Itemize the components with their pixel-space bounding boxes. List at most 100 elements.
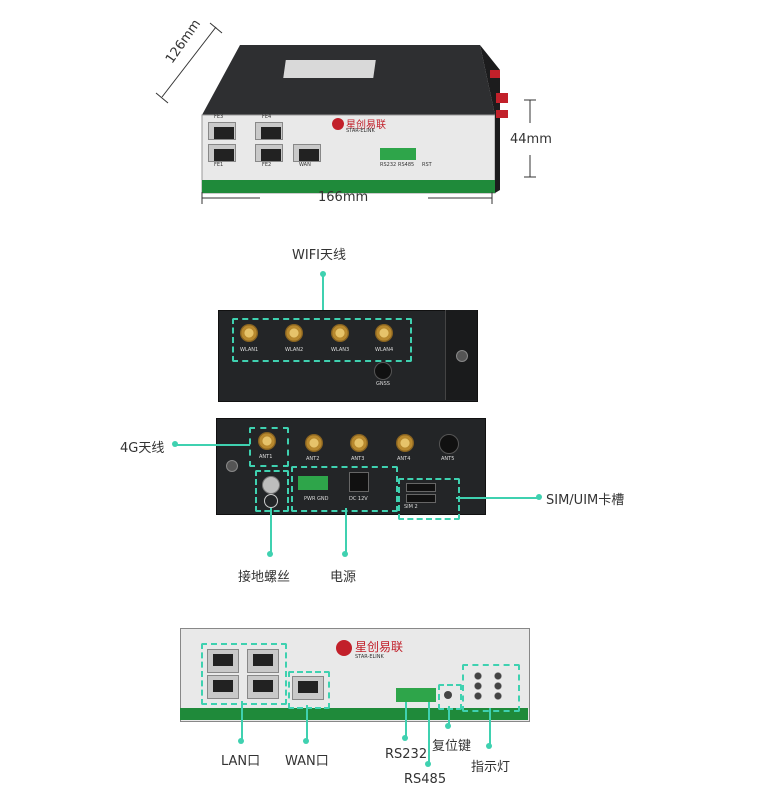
callout-line [405,702,407,738]
callout-dot [445,723,451,729]
power-callout: 电源 [330,570,357,585]
lan-port-fe3 [207,649,239,673]
wifi-antenna-callout: WIFI天线 [292,248,346,263]
led-highlight [462,664,520,712]
top-port-label: WAN [299,162,311,168]
screw-icon [456,350,468,362]
ant-label: ANT1 [259,454,273,460]
ground-screw-highlight [255,470,289,512]
top-port-label: RST [422,162,432,168]
callout-dot [536,494,542,500]
ant4-connector [396,434,414,452]
wan-port [292,676,324,700]
sim-slot [406,483,436,492]
ant1-connector [258,432,276,450]
ant-label: ANT3 [351,456,365,462]
callout-line [345,508,347,554]
ant-label: ANT2 [306,456,320,462]
width-dimension-label: 166mm [318,190,369,205]
gnss-connector [374,362,392,380]
rs485-callout: RS485 [404,772,447,787]
front-logo-sub: STAR-ELINK [355,654,384,660]
lan-port-fe4 [247,649,279,673]
ant5-connector [439,434,459,454]
callout-dot [238,738,244,744]
wlan-label: WLAN3 [331,347,350,353]
top-fe3-port [208,122,236,140]
sim-callout: SIM/UIM卡槽 [546,493,625,508]
reset-highlight [438,684,462,710]
wlan-label: WLAN2 [285,347,304,353]
callout-dot [172,441,178,447]
sim-label: SIM 2 [404,504,418,510]
ground-symbol-icon [264,494,278,508]
wlan-label: WLAN4 [375,347,394,353]
wlan3-connector [331,324,349,342]
gnss-label: GNSS [376,381,390,387]
top-port-label: FE2 [262,162,272,168]
callout-line [241,701,243,741]
top-port-label: FE1 [214,162,224,168]
power-terminal [298,476,328,490]
ant2-connector [305,434,323,452]
pwr-gnd-label: PWR GND [304,496,329,502]
lan-highlight [201,643,287,705]
power-highlight [291,466,398,512]
dc-jack [349,472,369,492]
callout-dot [303,738,309,744]
top-logo-icon [332,118,344,130]
dc-label: DC 12V [349,496,368,502]
callout-dot [342,551,348,557]
lan-port-fe2 [247,675,279,699]
front-logo-icon [336,640,352,656]
top-port-label: FE4 [262,114,272,120]
reset-callout: 复位键 [432,739,472,754]
wan-callout: WAN口 [285,754,329,769]
4g-antenna-callout: 4G天线 [120,441,165,456]
height-dimension-line [524,99,536,178]
width-dimension-line [201,192,493,204]
antenna-panel [218,310,478,402]
callout-dot [402,735,408,741]
wlan2-connector [285,324,303,342]
wlan1-connector [240,324,258,342]
ground-callout: 接地螺丝 [238,570,291,585]
wlan-label: WLAN1 [240,347,259,353]
callout-dot [486,743,492,749]
ground-screw-icon [262,476,280,494]
top-port-label: RS232 [380,162,397,168]
front-panel-stripe [180,708,528,720]
wan-highlight [288,671,330,709]
ant-label: ANT5 [441,456,455,462]
screw-icon [226,460,238,472]
device-3d-view [190,30,520,220]
top-wan-port [293,144,321,162]
depth-dimension-line [155,22,223,104]
front-logo-text: 星创易联 [355,640,404,654]
callout-line [176,444,250,446]
top-fe1-port [208,144,236,162]
callout-line [428,702,430,764]
4g-antenna-highlight [249,427,289,467]
callout-line [306,705,308,741]
sim-slot [406,494,436,503]
callout-line [456,497,538,499]
ant3-connector [350,434,368,452]
top-terminal-block [380,148,416,160]
rs-terminal [396,688,436,702]
top-port-label: RS485 [398,162,415,168]
rs232-callout: RS232 [385,747,428,762]
wlan4-connector [375,324,393,342]
device-3d-illustration [201,45,508,194]
reset-button-icon [444,691,452,699]
callout-line [448,706,450,726]
led-indicator-icon [470,670,508,702]
top-logo-text: 星创易联 [346,120,386,131]
top-logo-sub: STAR-ELINK [346,128,375,134]
callout-line [270,508,272,554]
callout-dot [267,551,273,557]
callout-line [322,274,324,316]
callout-dot [425,761,431,767]
sim-highlight [398,478,460,520]
top-fe4-port [255,122,283,140]
